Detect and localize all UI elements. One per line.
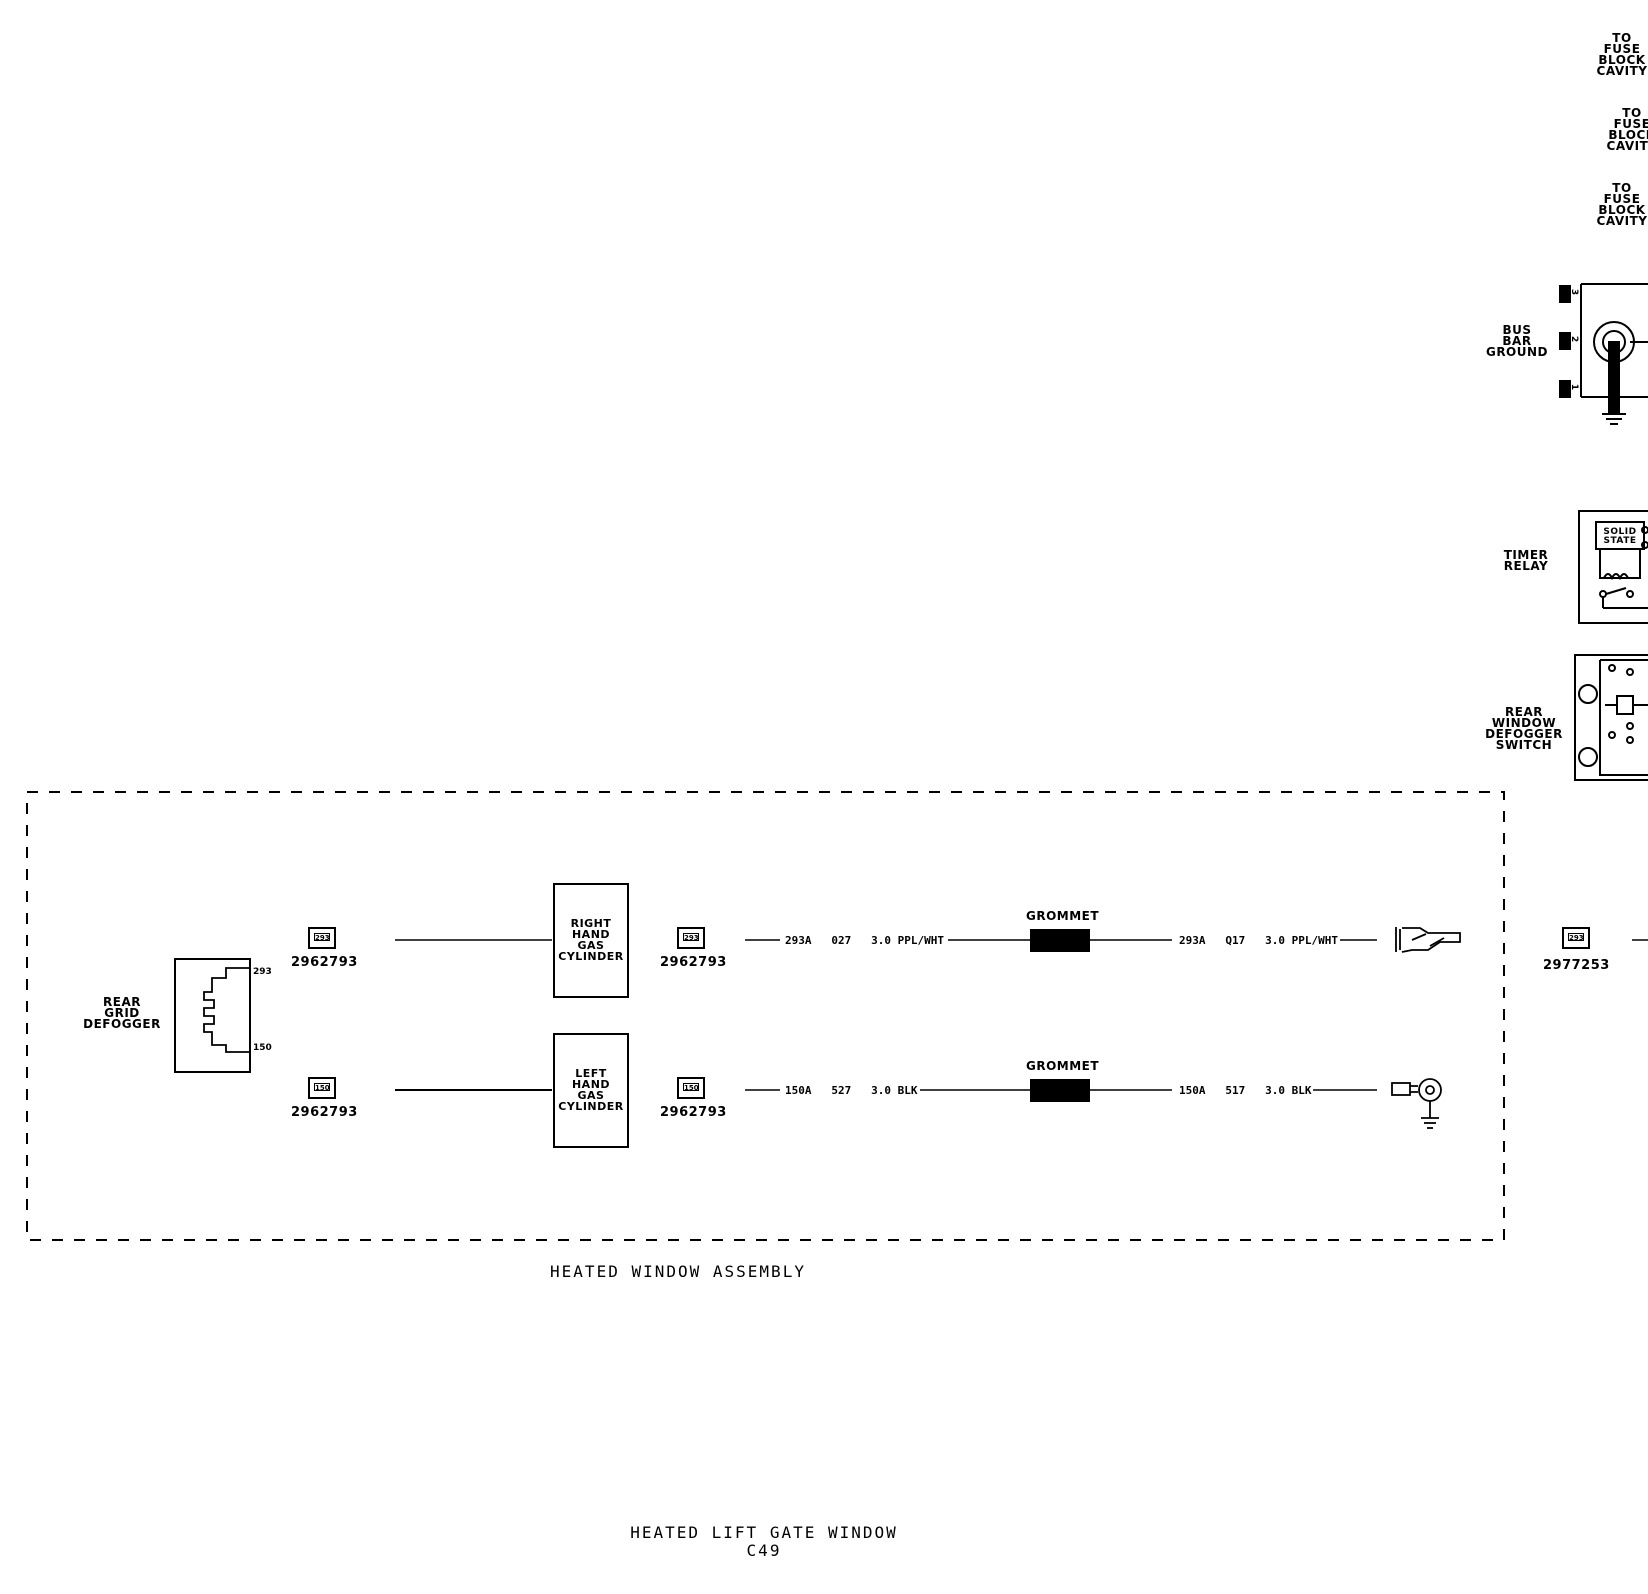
grid-pin-150: 150: [253, 1043, 272, 1053]
wire-label-bottom-left: 150A 527 3.0 BLK: [785, 1084, 918, 1097]
rear-grid-box: [174, 958, 251, 1073]
wire-label-bottom-right: 150A 517 3.0 BLK: [1179, 1084, 1312, 1097]
ring-terminal-ground-icon: [1391, 1078, 1442, 1129]
terminal-top-icon: [1395, 927, 1461, 953]
connector-icon: 293: [1562, 927, 1590, 949]
right-gas-cylinder-box: [553, 883, 629, 998]
left-gas-cylinder-box: [553, 1033, 629, 1148]
connector-part-number: 2962793: [660, 955, 727, 970]
grommet-bottom-label: GROMMET: [1026, 1059, 1100, 1073]
connector-icon: 150: [308, 1077, 336, 1099]
grid-pin-293: 293: [253, 967, 272, 977]
grommet-top-label: GROMMET: [1026, 909, 1100, 923]
connector-part-number: 2962793: [291, 955, 358, 970]
page-subtitle: C49: [746, 1541, 782, 1560]
connector-icon: 150: [677, 1077, 705, 1099]
defogger-switch-icon: [1574, 654, 1648, 781]
wire-label-top-left: 293A 027 3.0 PPL/WHT: [785, 934, 944, 947]
connector-part-number: 2962793: [291, 1105, 358, 1120]
connector-part-number: 2977253: [1543, 958, 1610, 973]
assembly-label: HEATED WINDOW ASSEMBLY: [550, 1262, 806, 1281]
assembly-boundary: [26, 791, 1505, 1241]
page-title: HEATED LIFT GATE WINDOW: [630, 1523, 898, 1542]
grommet-top-shape: [1030, 929, 1090, 952]
connector-part-number: 2962793: [660, 1105, 727, 1120]
wire-label-top-right: 293A Q17 3.0 PPL/WHT: [1179, 934, 1338, 947]
heater-grid-symbol: [203, 967, 250, 1053]
bus-bar-ground-icon: [1559, 283, 1648, 425]
timer-relay-icon: [1578, 510, 1648, 624]
bus-pin-2: 2: [1569, 335, 1580, 343]
bus-pin-3: 3: [1569, 288, 1580, 296]
bus-pin-1: 1: [1569, 383, 1580, 391]
grommet-bottom-shape: [1030, 1079, 1090, 1102]
connector-icon: 293: [308, 927, 336, 949]
connector-icon: 293: [677, 927, 705, 949]
